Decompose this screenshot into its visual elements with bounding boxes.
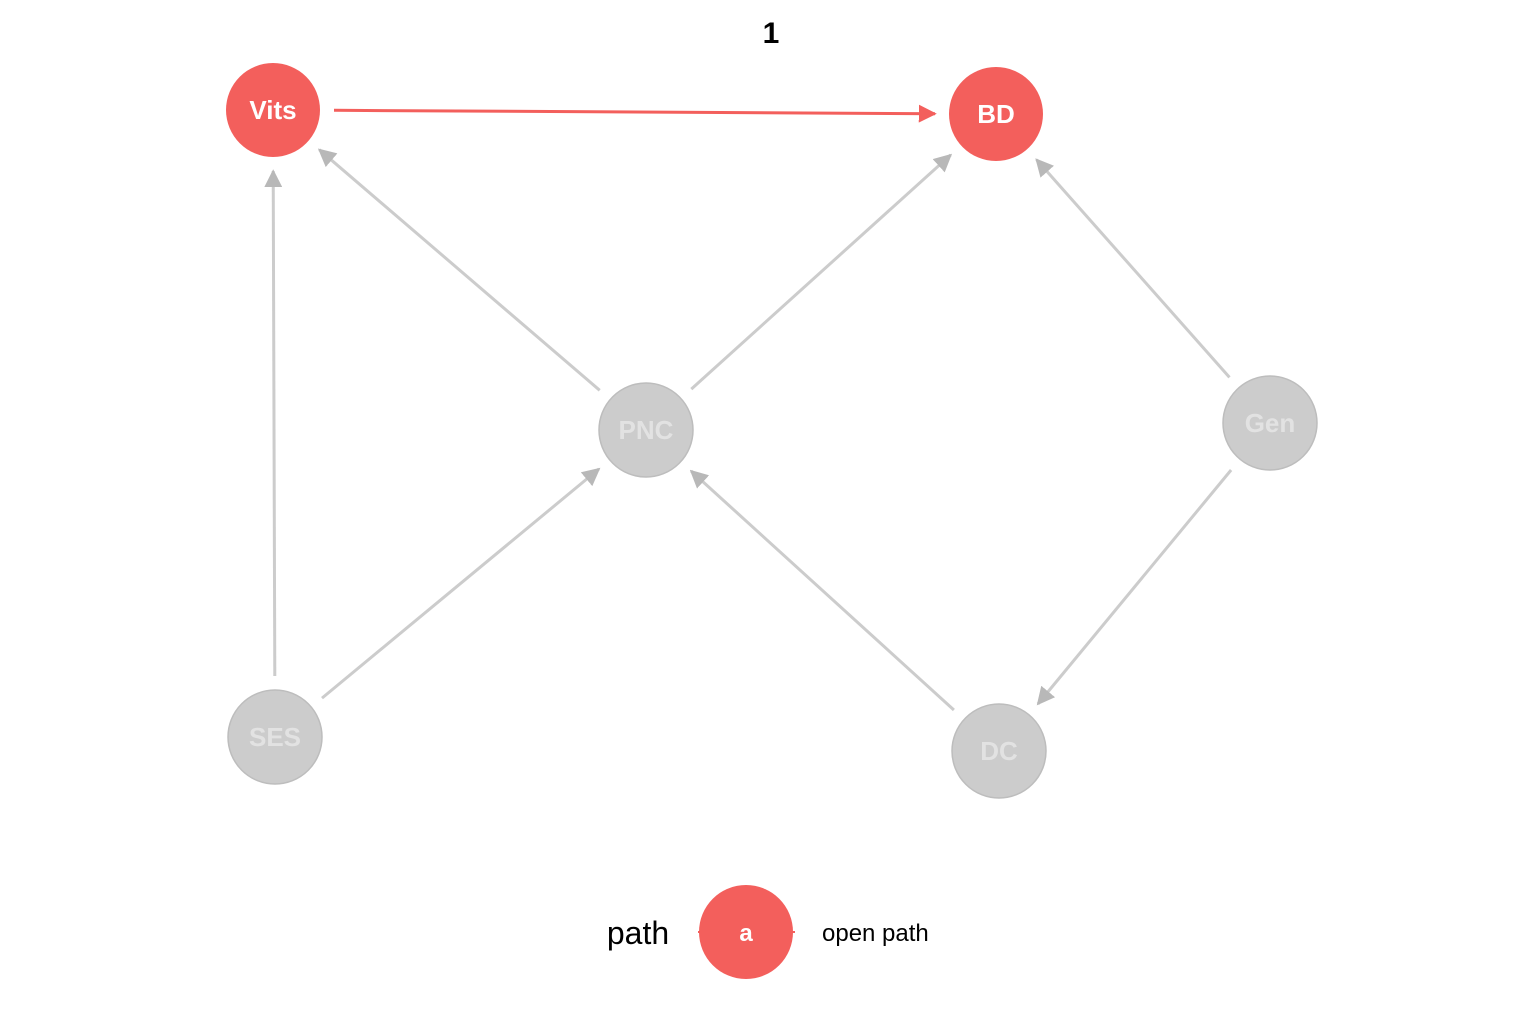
node-bd-circle: [949, 67, 1043, 161]
node-bd-label: BD: [977, 99, 1015, 129]
legend-key-letter: a: [739, 920, 753, 947]
edge-pnc-to-vits: [317, 148, 601, 392]
node-gen[interactable]: Gen: [1222, 375, 1318, 471]
legend-title: path: [607, 915, 669, 951]
diagram-title: 1: [763, 17, 780, 50]
node-pnc-label: PNC: [619, 415, 674, 445]
node-pnc-circle: [598, 382, 694, 478]
legend: path a open path: [607, 885, 929, 979]
legend-key-circle: [699, 885, 793, 979]
node-vits-label: Vits: [249, 95, 296, 125]
node-ses[interactable]: SES: [227, 689, 323, 785]
node-dc-label: DC: [980, 736, 1018, 766]
node-gen-circle: [1222, 375, 1318, 471]
edge-gen-to-bd: [1035, 158, 1231, 379]
node-gen-label: Gen: [1245, 408, 1296, 438]
node-vits[interactable]: Vits: [226, 63, 320, 157]
node-ses-circle: [227, 689, 323, 785]
node-bd[interactable]: BD: [949, 67, 1043, 161]
node-dc-circle: [951, 703, 1047, 799]
edge-pnc-to-bd: [690, 153, 953, 391]
edge-ses-to-vits: [264, 169, 283, 677]
edge-ses-to-pnc: [321, 467, 601, 700]
edge-vits-to-bd: [333, 104, 937, 123]
nodes-layer: Vits BD PNC Gen SES DC: [226, 63, 1318, 799]
edge-dc-to-pnc: [689, 469, 955, 712]
edges-layer: [264, 104, 1233, 712]
node-dc[interactable]: DC: [951, 703, 1047, 799]
legend-label: open path: [822, 920, 929, 947]
node-pnc[interactable]: PNC: [598, 382, 694, 478]
node-ses-label: SES: [249, 722, 301, 752]
node-vits-circle: [226, 63, 320, 157]
edge-gen-to-dc: [1036, 469, 1233, 706]
